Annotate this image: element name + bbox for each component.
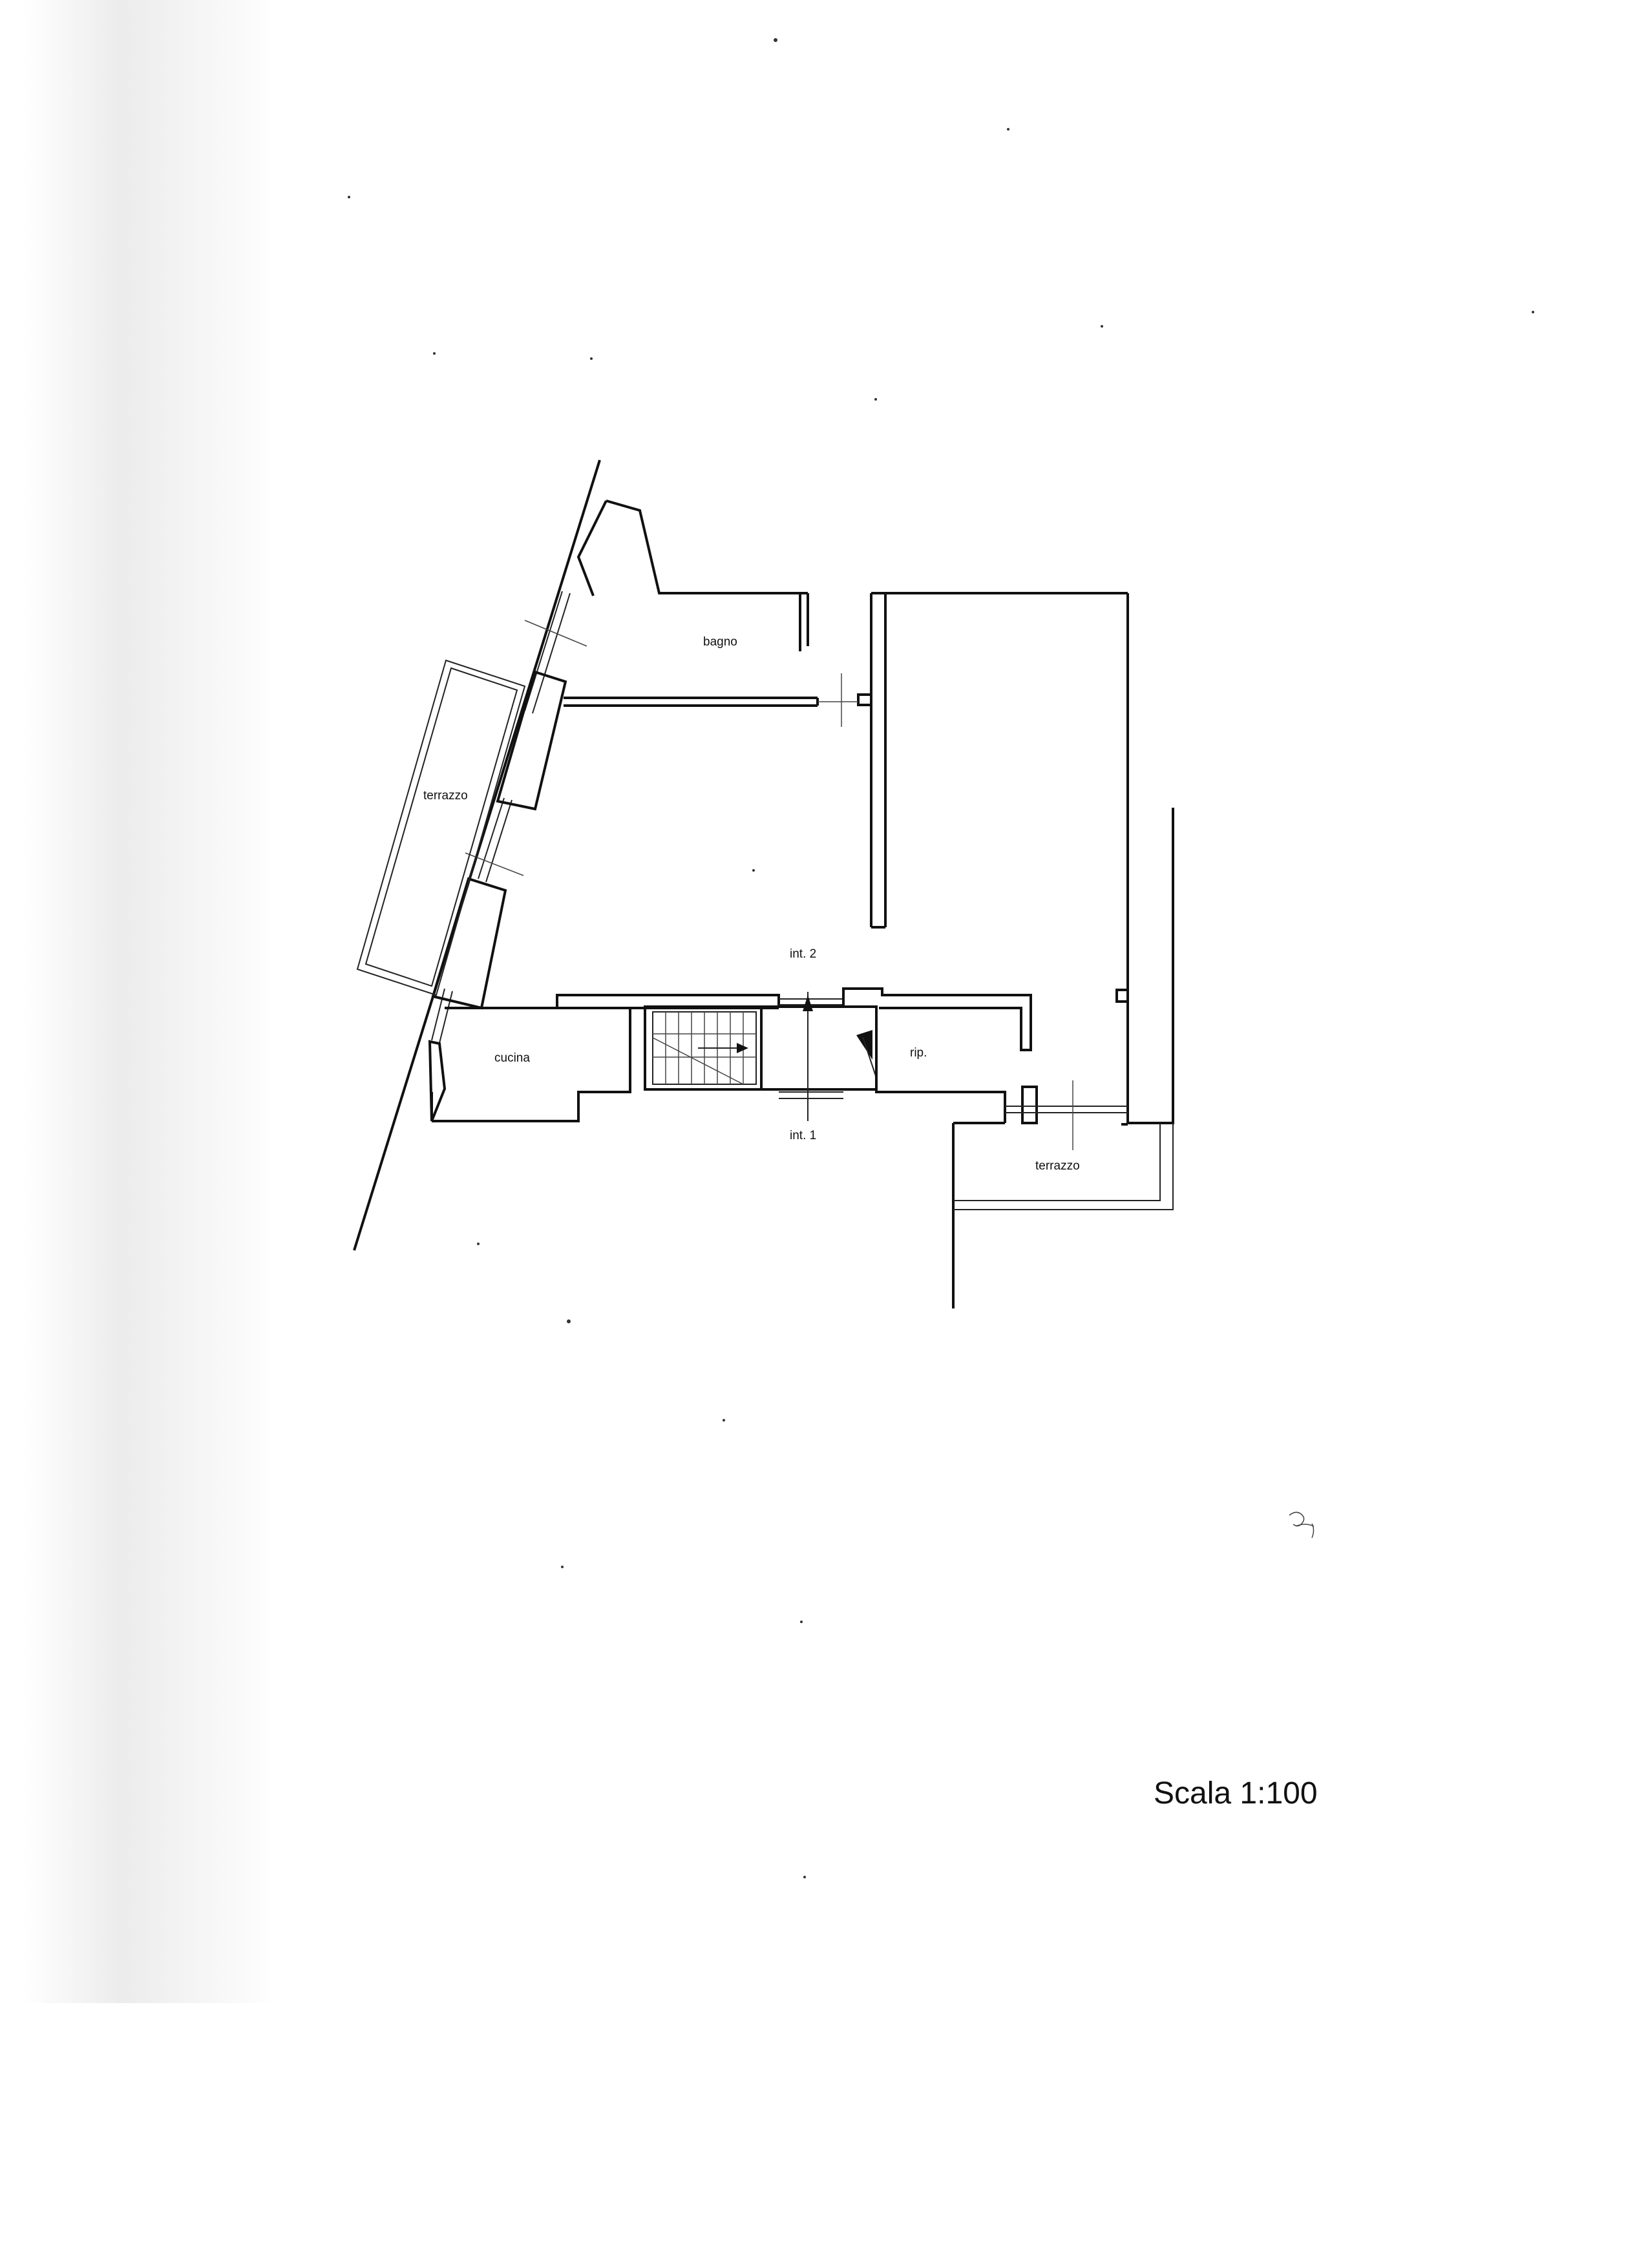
landing-label-int-2: int. 2 [790,947,816,961]
scan-specks [348,38,1534,1878]
scale-label: Scala 1:100 [1154,1776,1318,1811]
room-label-terrazzo-west: terrazzo [423,789,468,803]
west-facade-windows [431,591,587,1044]
landing-label-int-1: int. 1 [790,1129,816,1142]
rip-walls [875,1008,1038,1124]
corridor-walls [556,987,1032,1051]
east-room-walls [885,592,1174,1126]
terrazzo-west-outline [356,659,526,996]
landing [760,992,878,1121]
terrazzo-east [952,1080,1174,1308]
room-label-terrazzo-east: terrazzo [1035,1159,1080,1173]
bagno-walls [576,499,887,929]
staircase [644,1005,763,1091]
cucina-walls [430,1007,631,1122]
room-label-rip: rip. [910,1046,927,1060]
room-label-cucina: cucina [494,1051,530,1065]
bagno-partition [564,673,858,727]
scribble-mark [1289,1511,1315,1538]
room-label-bagno: bagno [703,635,737,649]
